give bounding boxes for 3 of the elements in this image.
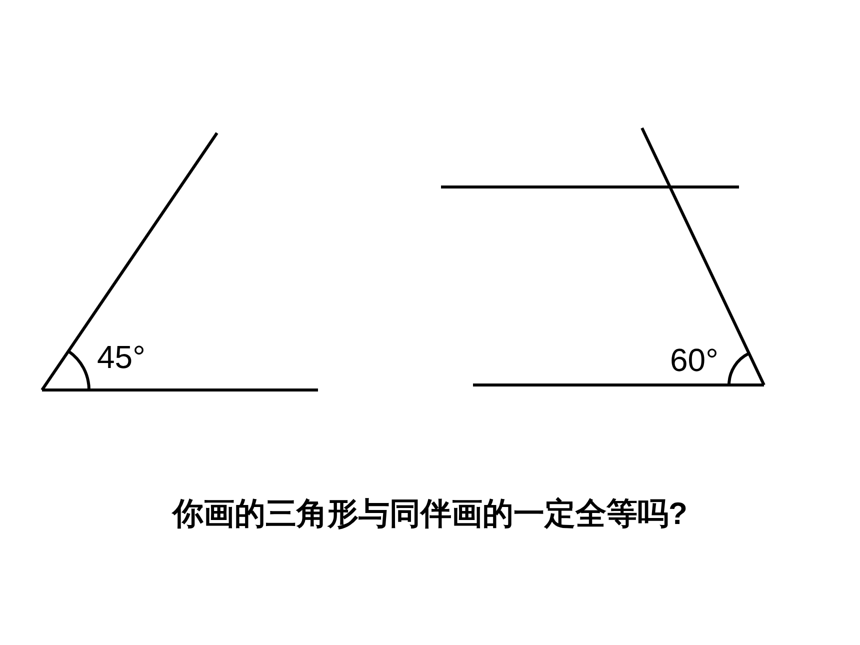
angle-label: 45° — [97, 341, 146, 373]
angle-label: 60° — [670, 344, 718, 376]
question-caption: 你画的三角形与同伴画的一定全等吗? — [172, 495, 688, 532]
